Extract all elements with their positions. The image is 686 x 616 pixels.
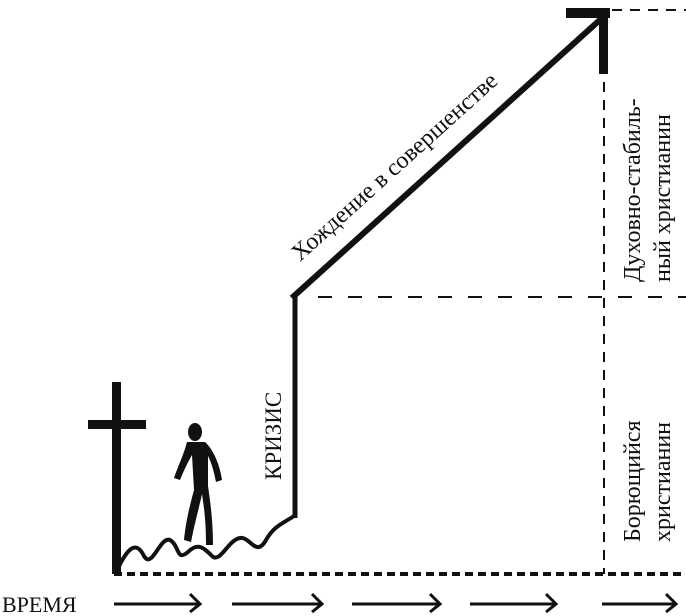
arrow-right-icon (602, 592, 679, 614)
walking-path-line (289, 13, 607, 301)
cross-icon (88, 382, 146, 574)
crisis-label: КРИЗИС (261, 392, 286, 480)
arrow-right-icon (470, 592, 559, 614)
stage-lower-line1: Борющийся (620, 420, 646, 542)
stage-upper-line1: Духовно-стабиль- (620, 98, 646, 282)
time-label: ВРЕМЯ (2, 592, 77, 616)
stage-lower-line2: христианин (650, 422, 676, 542)
top-corner-marker (566, 8, 610, 74)
struggle-wavy-line (116, 514, 296, 570)
path-label: Хождение в совершенстве (287, 68, 503, 267)
arrow-right-icon (232, 592, 325, 614)
stage-upper-line2: ный христианин (650, 114, 676, 282)
arrow-right-icon (352, 592, 443, 614)
time-arrows (114, 592, 679, 614)
arrow-right-icon (114, 592, 203, 614)
walking-person-icon (174, 423, 222, 545)
